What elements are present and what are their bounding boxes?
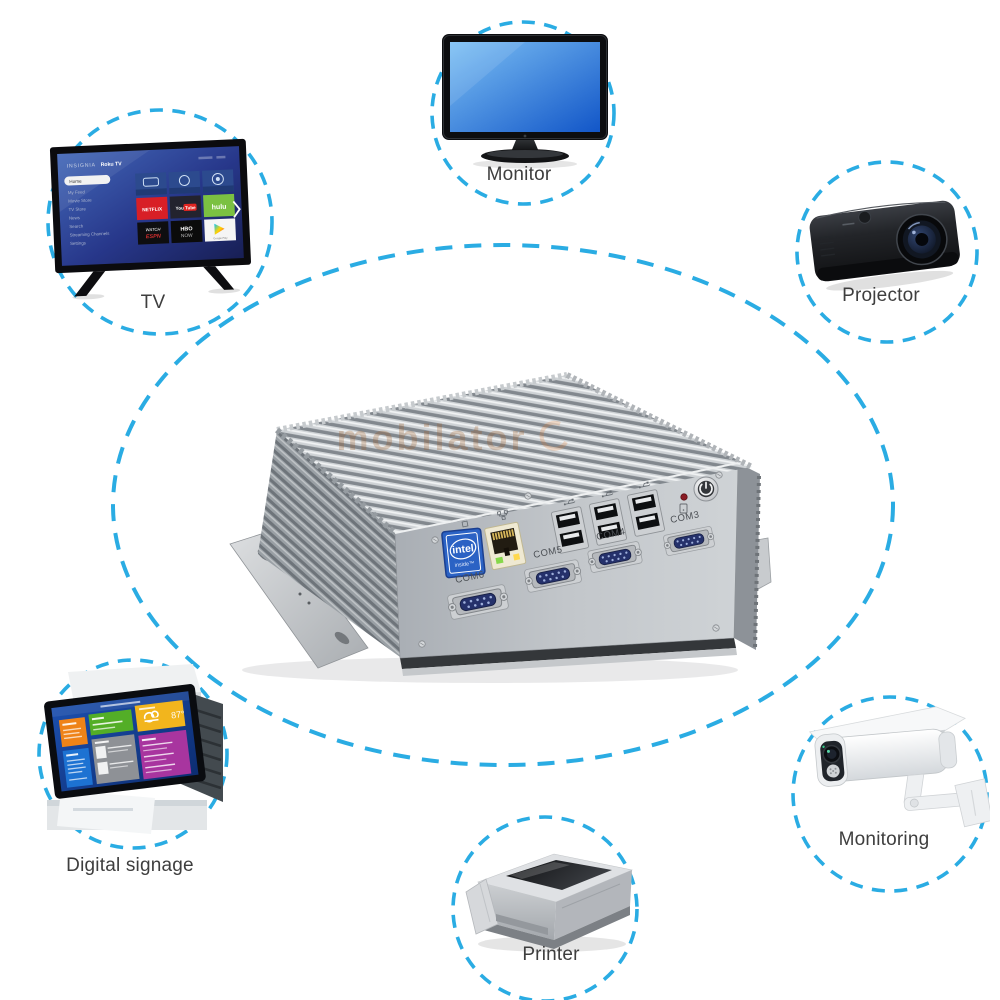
signage-tile-green (88, 709, 134, 736)
intel-badge-text: intel (452, 542, 475, 556)
chevron-right-icon (232, 200, 241, 218)
youtube-tile: You Tube (169, 195, 202, 219)
google-play-tile: Google Play (204, 218, 237, 242)
projector-top-lens (858, 210, 872, 224)
printer-label: Printer (522, 944, 580, 965)
netflix-tile: NETFLIX (136, 196, 169, 221)
digital-signage-label: Digital signage (66, 855, 194, 876)
ethernet-icon (496, 509, 509, 521)
hdd-icon (679, 503, 688, 514)
card-icon (461, 520, 469, 528)
projector-image (790, 168, 980, 323)
right-side-face (734, 463, 760, 650)
screw (524, 492, 532, 500)
svg-text:NETFLIX: NETFLIX (142, 206, 163, 213)
svg-text:ESPN: ESPN (146, 234, 162, 241)
watermark: mobilator (336, 417, 568, 458)
screw (712, 624, 720, 632)
tv-screen: INSIGNIA Roku TV Home My Feed Movie Stor… (57, 146, 244, 266)
monitoring-camera-image (790, 685, 993, 855)
signage-temperature: 87° (170, 709, 185, 721)
signage-ring (37, 658, 229, 850)
tv-label: TV (140, 292, 166, 313)
tv-input-tiles (135, 169, 234, 196)
monitor-screen (450, 42, 600, 132)
signage-tile-orange (58, 717, 88, 748)
signage-tile-weather: 87° (134, 700, 186, 732)
heatsink-fins-top (277, 375, 752, 533)
screw (431, 536, 439, 544)
tv-menu-item: Home (69, 179, 82, 185)
tv-platform: Roku TV (101, 161, 123, 168)
camera-lens (822, 744, 841, 764)
projector-lens (896, 213, 948, 266)
tv-menu-item: Settings (70, 240, 87, 246)
espn-tile: WATCH ESPN (137, 221, 170, 245)
tv-menu-item: My Feed (68, 189, 86, 195)
tv-brand: INSIGNIA (67, 162, 96, 169)
intel-badge: intel inside™ (441, 527, 486, 579)
screw (418, 640, 426, 648)
mini-pc-image: mobilator intel inside™ (222, 352, 782, 697)
monitor-neck (511, 140, 539, 152)
svg-text:Google Play: Google Play (213, 236, 228, 241)
tv-menu-item: Streaming Channels (70, 231, 111, 238)
printer-tray (496, 914, 548, 935)
monitor-label: Monitor (486, 164, 552, 185)
monitoring-label: Monitoring (838, 829, 930, 850)
svg-text:HBO: HBO (180, 226, 193, 233)
power-led (680, 493, 688, 501)
tv-image: INSIGNIA Roku TV Home My Feed Movie Stor… (33, 133, 268, 328)
heatsink-left-face (258, 430, 400, 657)
intel-badge-subtext: inside™ (454, 561, 474, 569)
signage-tile-blue (62, 747, 93, 788)
svg-text:WATCH: WATCH (145, 227, 161, 233)
printer-lid (506, 860, 612, 890)
printer-ring (451, 815, 639, 1000)
monitor-image (430, 28, 620, 183)
digital-signage-image: 87° (33, 662, 233, 852)
svg-text:Tube: Tube (185, 205, 196, 210)
camera-mount-arm (903, 773, 993, 828)
monitor-ring (430, 20, 616, 206)
printer-base (480, 906, 630, 949)
power-button-icon (693, 476, 719, 502)
screw (715, 471, 723, 479)
projector-label: Projector (842, 285, 920, 306)
printer-image (450, 818, 650, 973)
svg-text:NOW: NOW (181, 233, 193, 240)
tv-stand (74, 266, 235, 297)
tv-menu-item: Movie Store (68, 198, 92, 204)
hulu-tile: hulu (203, 193, 235, 218)
svg-text:hulu: hulu (212, 204, 227, 212)
projector-ring (795, 160, 979, 344)
signage-tile-gray (91, 734, 140, 785)
hbo-tile: HBO NOW (170, 219, 203, 244)
signage-tile-purple (138, 729, 192, 780)
camera-ir-leds (826, 764, 840, 778)
tv-menu-item: Search (69, 223, 84, 229)
watermark-text: mobilator (336, 417, 527, 458)
chassis-base-plate (402, 648, 737, 676)
ethernet-port (484, 521, 527, 571)
hub-ring (111, 243, 895, 767)
tv-ring (46, 108, 274, 336)
svg-text:You: You (175, 206, 184, 211)
tv-menu-item: News (69, 215, 81, 221)
tv-menu-highlight (64, 174, 111, 186)
tv-menu-item: TV Store (68, 206, 86, 212)
chassis-base-dark (400, 638, 736, 669)
